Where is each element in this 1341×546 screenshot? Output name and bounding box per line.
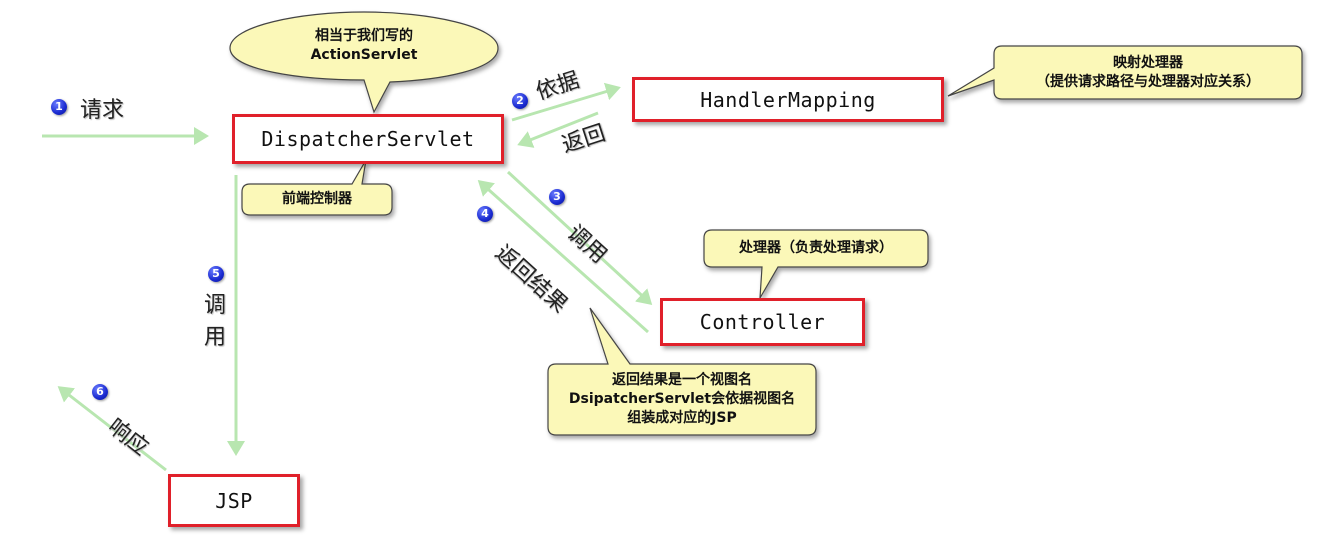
step-3-badge: 3 bbox=[549, 189, 565, 205]
callout-front-controller bbox=[241, 159, 393, 216]
step-6-badge: 6 bbox=[92, 384, 108, 400]
arrow-to-controller bbox=[506, 170, 653, 306]
dispatcher-servlet-label: DispatcherServlet bbox=[261, 127, 475, 151]
callout-processor bbox=[703, 229, 929, 299]
note-action-servlet: 相当于我们写的 ActionServlet bbox=[310, 28, 418, 63]
box-jsp: JSP bbox=[168, 474, 300, 527]
box-dispatcher-servlet: DispatcherServlet bbox=[232, 114, 504, 164]
arrow-to-handler-mapping bbox=[511, 82, 621, 122]
step-1-label: 请求 bbox=[80, 98, 125, 123]
arrow-response bbox=[57, 386, 167, 472]
handler-mapping-label: HandlerMapping bbox=[700, 87, 876, 112]
step-2-badge: 2 bbox=[512, 93, 528, 109]
note-processor: 处理器（负责处理请求） bbox=[739, 240, 893, 256]
note-front-controller: 前端控制器 bbox=[282, 191, 352, 207]
callout-action-servlet bbox=[229, 11, 499, 114]
box-controller: Controller bbox=[660, 298, 865, 346]
note-mapping-processor: 映射处理器 （提供请求路径与处理器对应关系） bbox=[1036, 55, 1260, 90]
arrow-from-controller bbox=[477, 180, 649, 334]
step-4-badge: 4 bbox=[477, 206, 493, 222]
callout-result bbox=[547, 307, 817, 436]
jsp-label: JSP bbox=[215, 488, 253, 513]
step-1-badge: 1 bbox=[51, 99, 67, 115]
arrow-from-handler-mapping bbox=[517, 111, 599, 148]
step-5-badge: 5 bbox=[208, 266, 224, 282]
callout-mapping-processor bbox=[947, 45, 1303, 100]
arrows bbox=[42, 82, 653, 472]
step-5-label: 调用 bbox=[204, 293, 227, 350]
callouts bbox=[229, 11, 1303, 436]
note-result: 返回结果是一个视图名 DsipatcherServlet会依据视图名 组装成对应… bbox=[568, 372, 796, 426]
controller-label: Controller bbox=[699, 310, 826, 334]
box-handler-mapping: HandlerMapping bbox=[632, 77, 944, 122]
